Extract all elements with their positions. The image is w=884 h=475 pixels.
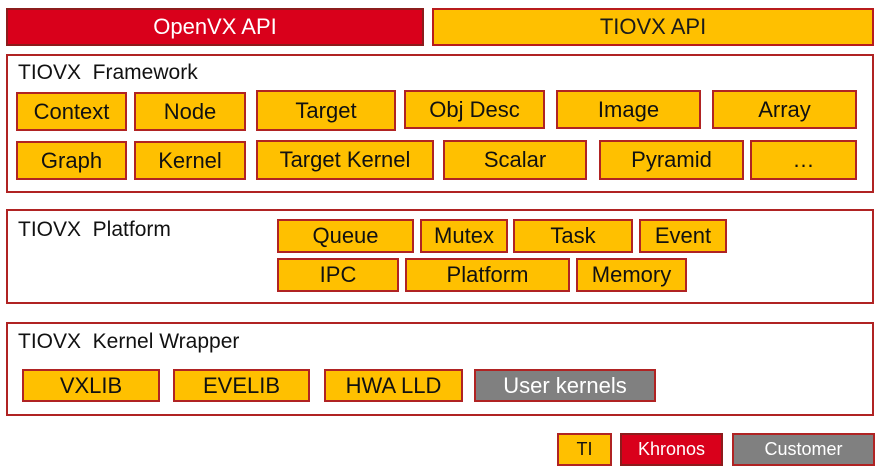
kernel-box-hwa-lld: HWA LLD <box>324 369 463 402</box>
framework-box-image: Image <box>556 90 701 129</box>
platform-box-ipc: IPC <box>277 258 399 292</box>
platform-title: TIOVX Platform <box>18 218 171 241</box>
platform-box-event: Event <box>639 219 727 253</box>
openvx-api-bar: OpenVX API <box>6 8 424 46</box>
openvx-api-label: OpenVX API <box>153 14 277 39</box>
framework-box-obj-desc: Obj Desc <box>404 90 545 129</box>
framework-box-node: Node <box>134 92 246 131</box>
framework-box-target-kernel: Target Kernel <box>256 140 434 180</box>
tiovx-api-bar: TIOVX API <box>432 8 874 46</box>
framework-box-context: Context <box>16 92 127 131</box>
framework-box-graph: Graph <box>16 141 127 180</box>
platform-box-mutex: Mutex <box>420 219 508 253</box>
legend-customer: Customer <box>732 433 875 466</box>
framework-box-pyramid: Pyramid <box>599 140 744 180</box>
tiovx-api-label: TIOVX API <box>599 14 707 39</box>
framework-box-scalar: Scalar <box>443 140 587 180</box>
legend-khronos: Khronos <box>620 433 723 466</box>
framework-box-more: … <box>750 140 857 180</box>
framework-box-array: Array <box>712 90 857 129</box>
platform-box-task: Task <box>513 219 633 253</box>
framework-box-target: Target <box>256 90 396 131</box>
legend-ti: TI <box>557 433 612 466</box>
kernel-box-vxlib: VXLIB <box>22 369 160 402</box>
kernel-box-evelib: EVELIB <box>173 369 310 402</box>
framework-box-kernel: Kernel <box>134 141 246 180</box>
platform-box-platform: Platform <box>405 258 570 292</box>
kernel-wrapper-title: TIOVX Kernel Wrapper <box>18 330 240 353</box>
kernel-box-user-kernels: User kernels <box>474 369 656 402</box>
platform-box-queue: Queue <box>277 219 414 253</box>
framework-title: TIOVX Framework <box>18 61 198 84</box>
platform-box-memory: Memory <box>576 258 687 292</box>
